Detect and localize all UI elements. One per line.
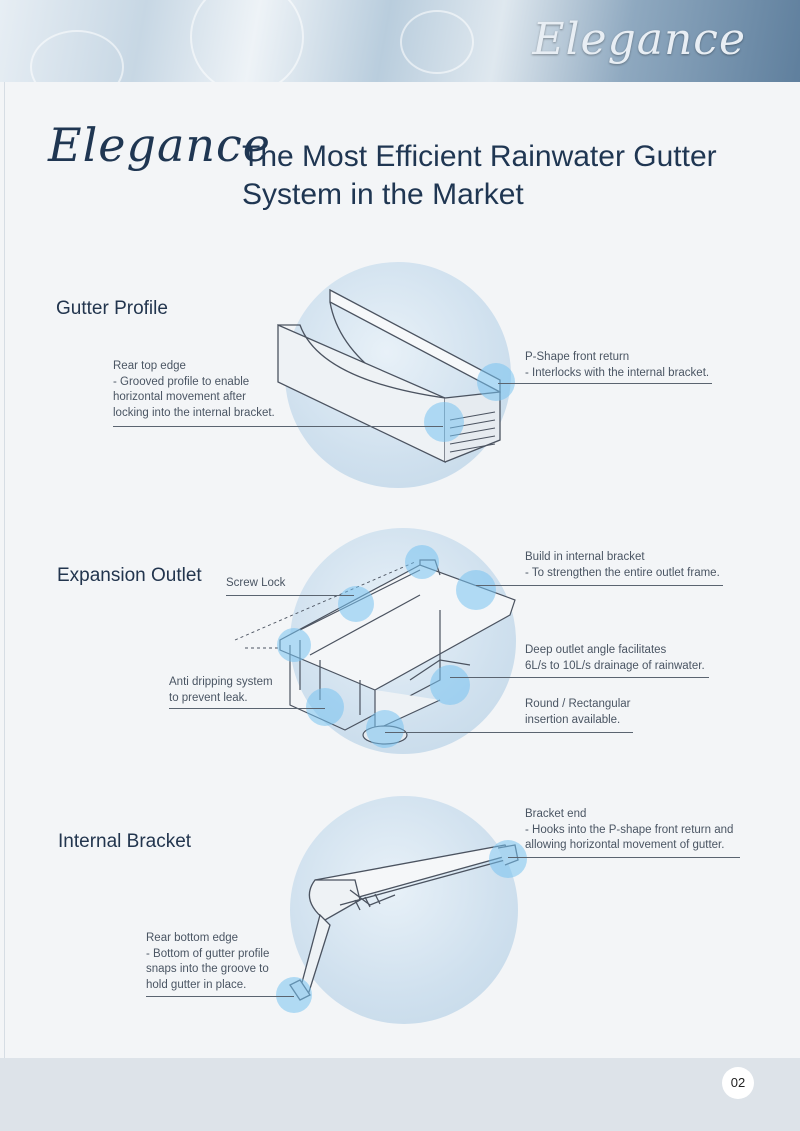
leader-round-rectangular	[385, 732, 633, 733]
label-deep-outlet: Deep outlet angle facilitates 6L/s to 10…	[525, 644, 705, 672]
highlight-bracket-end	[489, 840, 527, 878]
highlight-internal-bracket-top	[405, 545, 439, 579]
leader-screw-lock	[226, 595, 354, 596]
highlight-screw-lock	[338, 586, 374, 622]
page-number: 02	[722, 1067, 754, 1099]
brand-logo: Elegance	[48, 118, 271, 172]
leader-rear-top-edge	[113, 426, 443, 427]
footer-bar	[0, 1058, 800, 1131]
page-edge-line	[4, 82, 5, 1131]
label-bracket-end: Bracket end - Hooks into the P-shape fro…	[525, 808, 734, 851]
label-rear-bottom-edge: Rear bottom edge - Bottom of gutter prof…	[146, 932, 270, 991]
leader-internal-bracket	[476, 585, 723, 586]
label-p-shape-front-return: P-Shape front return - Interlocks with t…	[525, 351, 710, 379]
highlight-deep-outlet	[430, 665, 470, 705]
page-title-line2: System in the Market	[242, 178, 524, 211]
label-rear-top-edge: Rear top edge - Grooved profile to enabl…	[113, 360, 275, 419]
top-banner: Elegance	[0, 0, 800, 82]
page-title: The Most Efficient Rainwater Gutter Syst…	[242, 138, 717, 214]
leader-rear-bottom-edge	[146, 996, 294, 997]
highlight-internal-bracket-right	[456, 570, 496, 610]
internal-bracket-backdrop	[290, 796, 518, 1024]
label-screw-lock: Screw Lock	[226, 577, 286, 589]
leader-anti-dripping	[169, 708, 325, 709]
leader-p-shape	[498, 383, 712, 384]
section-title-expansion-outlet: Expansion Outlet	[57, 565, 202, 586]
page-title-line1: The Most Efficient Rainwater Gutter	[242, 140, 717, 173]
highlight-rear-bottom-edge	[276, 977, 312, 1013]
highlight-p-shape	[477, 363, 515, 401]
highlight-left-end	[277, 628, 311, 662]
section-title-gutter-profile: Gutter Profile	[56, 298, 168, 319]
banner-logo: Elegance	[532, 14, 746, 65]
label-build-in-internal-bracket: Build in internal bracket - To strengthe…	[525, 551, 720, 579]
label-round-rectangular: Round / Rectangular insertion available.	[525, 698, 631, 726]
highlight-anti-drip	[306, 688, 344, 726]
highlight-round-rect	[366, 710, 404, 748]
leader-deep-outlet	[450, 677, 709, 678]
leader-bracket-end	[508, 857, 740, 858]
highlight-rear-top-edge	[424, 402, 464, 442]
label-anti-dripping: Anti dripping system to prevent leak.	[169, 676, 273, 704]
section-title-internal-bracket: Internal Bracket	[58, 831, 192, 852]
